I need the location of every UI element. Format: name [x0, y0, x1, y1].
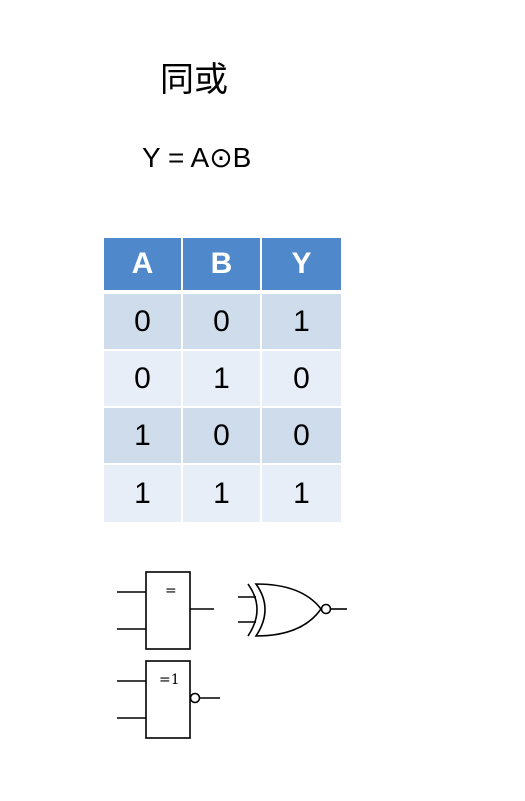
table-cell: 1	[262, 465, 341, 522]
column-header-b: B	[183, 238, 262, 294]
table-cell: 0	[104, 294, 183, 351]
gate-body	[145, 571, 191, 650]
xnor-gate-icon	[238, 583, 347, 637]
table-row: 0 0 1	[104, 294, 341, 351]
xor-extra-curve	[247, 583, 258, 637]
table-row: 0 1 0	[104, 351, 341, 408]
inversion-bubble	[189, 692, 201, 704]
column-header-a: A	[104, 238, 183, 294]
gate-body	[254, 583, 322, 637]
table-cell: 0	[183, 408, 262, 465]
table-cell: 1	[104, 465, 183, 522]
table-header-row: A B Y	[104, 238, 341, 294]
column-header-y: Y	[262, 238, 341, 294]
table-row: 1 1 1	[104, 465, 341, 522]
inversion-bubble	[320, 603, 332, 615]
xnor-formula: Y = A⊙B	[142, 142, 252, 173]
table-cell: 0	[104, 351, 183, 408]
iec-xnor-gate-icon: =1	[117, 660, 220, 739]
truth-table: A B Y 0 0 1 0 1 0 1 0 0 1 1 1	[104, 238, 341, 522]
table-row: 1 0 0	[104, 408, 341, 465]
table-cell: 0	[183, 294, 262, 351]
iec-equivalence-gate-icon: =	[117, 571, 214, 650]
table-cell: 1	[183, 465, 262, 522]
gate-body	[145, 660, 191, 739]
table-cell: 1	[262, 294, 341, 351]
table-cell: 1	[183, 351, 262, 408]
table-cell: 0	[262, 351, 341, 408]
gate-label-equals-one: =1	[159, 672, 180, 688]
page-title: 同或	[160, 60, 228, 100]
gate-label-equals: =	[165, 583, 177, 599]
table-cell: 1	[104, 408, 183, 465]
table-cell: 0	[262, 408, 341, 465]
